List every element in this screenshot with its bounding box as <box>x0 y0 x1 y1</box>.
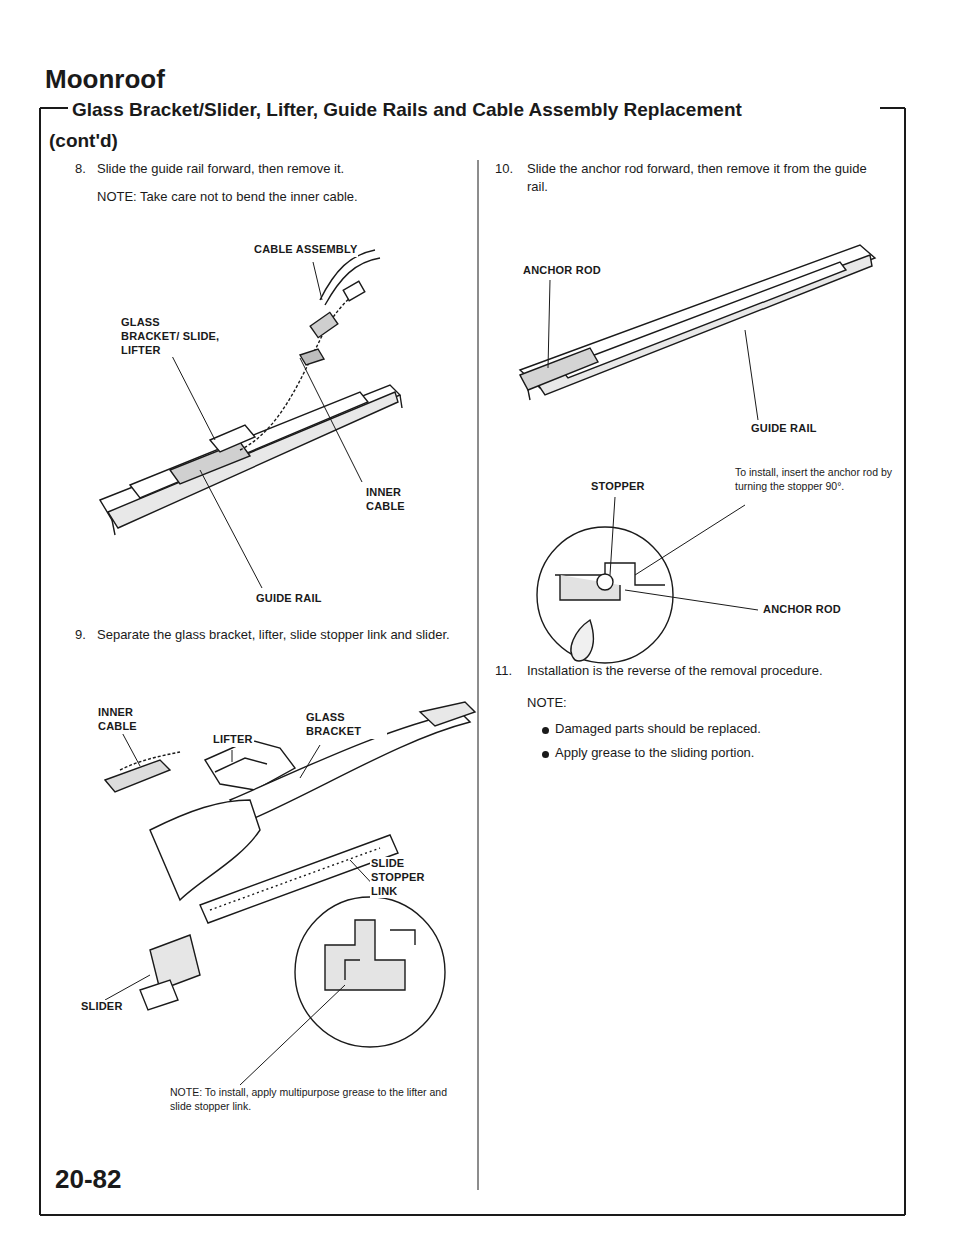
note-text: NOTE: To install, apply multipurpose gre… <box>170 1086 460 1113</box>
note-text: Apply grease to the sliding portion. <box>555 744 885 762</box>
part-label: GUIDE RAIL <box>255 592 323 606</box>
step-text: Slide the guide rail forward, then remov… <box>97 160 467 178</box>
bullet-dot <box>542 751 549 758</box>
section-heading: (cont'd) <box>45 128 122 154</box>
part-label: LIFTER <box>212 733 254 747</box>
leader-line <box>105 725 378 1085</box>
part-label: GUIDE RAIL <box>750 422 818 436</box>
anchor-rod-figure <box>520 245 875 663</box>
part-label: INNER CABLE <box>365 486 427 514</box>
part-label: CABLE ASSEMBLY <box>253 243 358 257</box>
part-label: GLASS BRACKET <box>305 711 387 739</box>
note-text: NOTE: Take care not to bend the inner ca… <box>97 188 467 206</box>
note-text: Damaged parts should be replaced. <box>555 720 885 738</box>
leader-line <box>170 262 362 588</box>
part-label: SLIDE STOPPER LINK <box>370 857 452 898</box>
part-label: ANCHOR ROD <box>522 264 602 278</box>
part-label: ANCHOR ROD <box>762 603 842 617</box>
part-label: GLASS BRACKET/ SLIDE, LIFTER <box>120 316 222 357</box>
step-number: 9. <box>75 626 86 644</box>
note-text: To install, insert the anchor rod by tur… <box>735 466 895 493</box>
section-heading: Glass Bracket/Slider, Lifter, Guide Rail… <box>68 97 746 123</box>
part-label: SLIDER <box>80 1000 124 1014</box>
part-label: STOPPER <box>590 480 646 494</box>
step-number: 11. <box>495 662 512 680</box>
step-text: Separate the glass bracket, lifter, slid… <box>97 626 467 644</box>
exploded-parts-figure <box>105 702 475 1047</box>
page-frame <box>40 108 905 1215</box>
bullet-dot <box>542 727 549 734</box>
page-title: Moonroof <box>45 62 165 97</box>
leader-line <box>548 280 758 610</box>
note-text: NOTE: <box>527 694 567 712</box>
step-number: 8. <box>75 160 86 178</box>
step-text: Installation is the reverse of the remov… <box>527 662 887 680</box>
step-number: 10. <box>495 160 513 178</box>
part-label: INNER CABLE <box>97 706 159 734</box>
guide-rail-figure <box>100 250 402 535</box>
page-number: 20-82 <box>55 1162 122 1197</box>
step-text: Slide the anchor rod forward, then remov… <box>527 160 887 195</box>
